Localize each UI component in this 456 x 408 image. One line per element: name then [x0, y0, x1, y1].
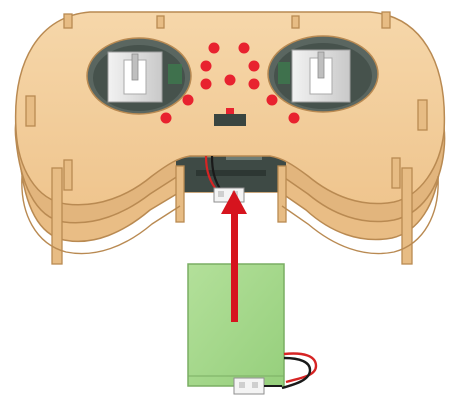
left-joystick [86, 37, 192, 115]
button-9 [266, 94, 278, 106]
button-3 [200, 60, 212, 72]
battery-wire-plug [233, 352, 318, 395]
switch-slot [214, 114, 246, 126]
button-11 [160, 112, 172, 124]
button-2 [238, 42, 250, 54]
lower-plate-outline [21, 175, 439, 255]
button-1 [208, 42, 220, 54]
button-7 [248, 78, 260, 90]
button-cluster [160, 42, 300, 126]
button-5 [224, 74, 236, 86]
button-4 [248, 60, 260, 72]
right-joystick [267, 35, 379, 113]
button-6 [200, 78, 212, 90]
button-10 [288, 112, 300, 124]
button-8 [182, 94, 194, 106]
standoff-posts [25, 11, 428, 265]
button-center [226, 108, 234, 116]
insert-up-arrow [221, 190, 247, 322]
